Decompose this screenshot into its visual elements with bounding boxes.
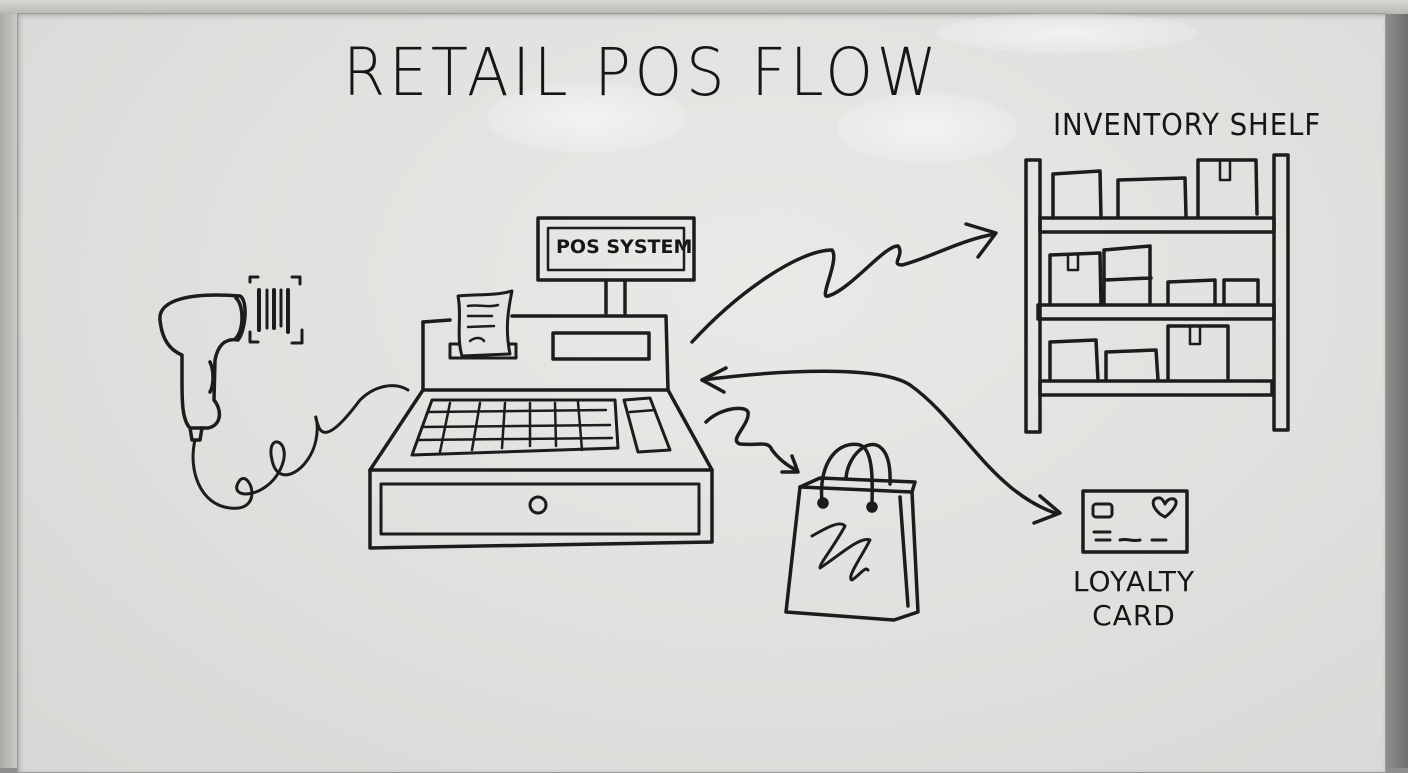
- whiteboard-surface: [17, 13, 1386, 773]
- pos-display-sign: [536, 216, 696, 315]
- cash-register-icon: [368, 314, 714, 550]
- light-glare: [937, 13, 1197, 53]
- shopping-bag-icon: [784, 442, 920, 622]
- loyalty-card-label-line1: LOYALTY: [1072, 565, 1196, 598]
- shelf-icon: [1024, 153, 1290, 434]
- barcode-scanner-icon: [158, 293, 247, 442]
- page-title: RETAIL POS FLOW: [343, 34, 941, 111]
- barcode-icon: [248, 275, 304, 345]
- light-glare: [837, 93, 1017, 163]
- loyalty-card-label: LOYALTY CARD: [1064, 565, 1204, 633]
- loyalty-card-icon: [1081, 489, 1189, 554]
- light-glare: [487, 83, 687, 153]
- inventory-shelf-label: INVENTORY SHELF: [1053, 108, 1322, 143]
- pos-system-label: POS SYSTEM: [556, 236, 693, 258]
- scanner-cable: [191, 384, 410, 510]
- loyalty-card-label-line2: CARD: [1092, 599, 1176, 632]
- receipt-icon: [448, 289, 518, 360]
- arrow-pos-to-inventory: [690, 222, 998, 344]
- arrow-pos-to-bag: [704, 406, 800, 474]
- whiteboard-frame-top: [0, 0, 1408, 14]
- arrow-pos-loyalty: [700, 366, 1062, 525]
